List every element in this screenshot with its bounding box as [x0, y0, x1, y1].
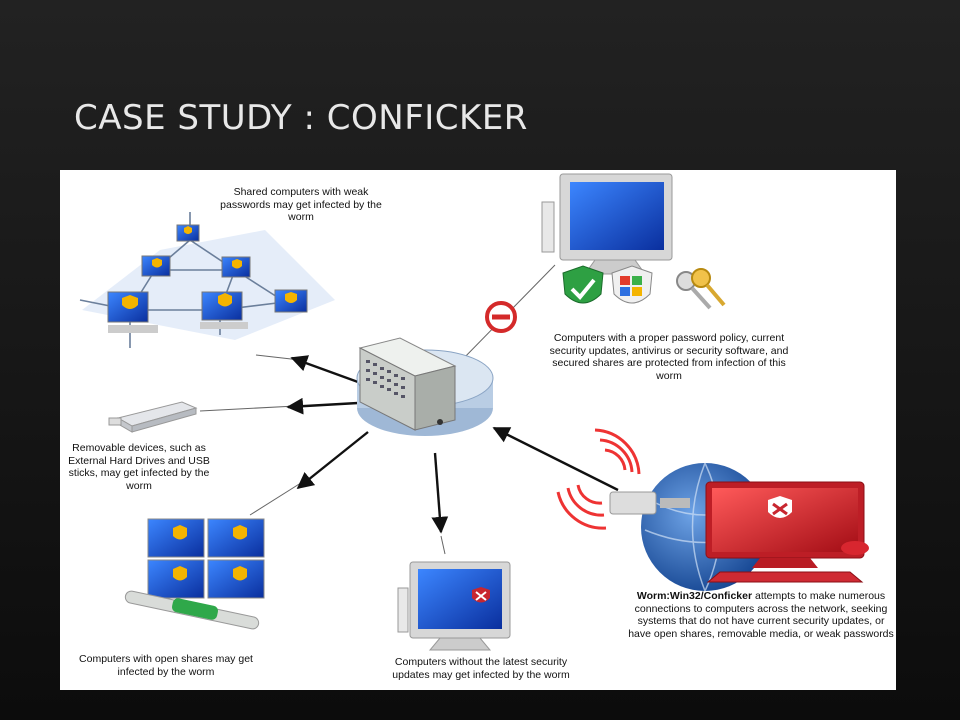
- arrow-to-removable: [286, 397, 359, 415]
- diagram-canvas: [79, 173, 869, 651]
- caption-open-shares: Computers with open shares may get infec…: [79, 653, 253, 678]
- slide-title: CASE STUDY : CONFICKER: [74, 98, 528, 138]
- protected-computer-icon: [541, 173, 673, 275]
- check-shield-icon: [562, 265, 604, 304]
- caption-shared-computers: Shared computers with weak passwords may…: [220, 186, 382, 223]
- caption-worm-description: Worm:Win32/Conficker attempts to make nu…: [628, 590, 894, 640]
- link-removable: [199, 405, 297, 412]
- unpatched-computer-icon: [397, 561, 511, 651]
- worm-computer-icon: [556, 428, 869, 592]
- caption-removable-devices: Removable devices, such as External Hard…: [68, 442, 210, 492]
- link-open-shares: [249, 480, 305, 516]
- usb-stick-icon: [108, 401, 198, 433]
- open-shares-computers-icon: [124, 518, 265, 630]
- caption-protected-computers: Computers with a proper password policy,…: [549, 332, 789, 382]
- arrow-from-worm: [492, 426, 619, 492]
- network-hub-icon: [356, 337, 494, 436]
- worm-name: Worm:Win32/Conficker: [636, 590, 753, 602]
- keys-icon: [676, 268, 726, 310]
- link-no-updates: [440, 535, 446, 555]
- conficker-diagram: Shared computers with weak passwords may…: [60, 170, 896, 690]
- blocked-icon: [485, 301, 517, 333]
- shared-network-icon: [79, 212, 335, 348]
- worm-description: attempts to make numerous connections to…: [628, 590, 894, 640]
- windows-shield-icon: [611, 265, 653, 304]
- caption-unpatched-computers: Computers without the latest security up…: [392, 656, 570, 681]
- arrow-to-shared: [290, 355, 359, 384]
- arrow-to-open-shares: [296, 431, 369, 490]
- arrow-to-no-updates: [431, 452, 449, 534]
